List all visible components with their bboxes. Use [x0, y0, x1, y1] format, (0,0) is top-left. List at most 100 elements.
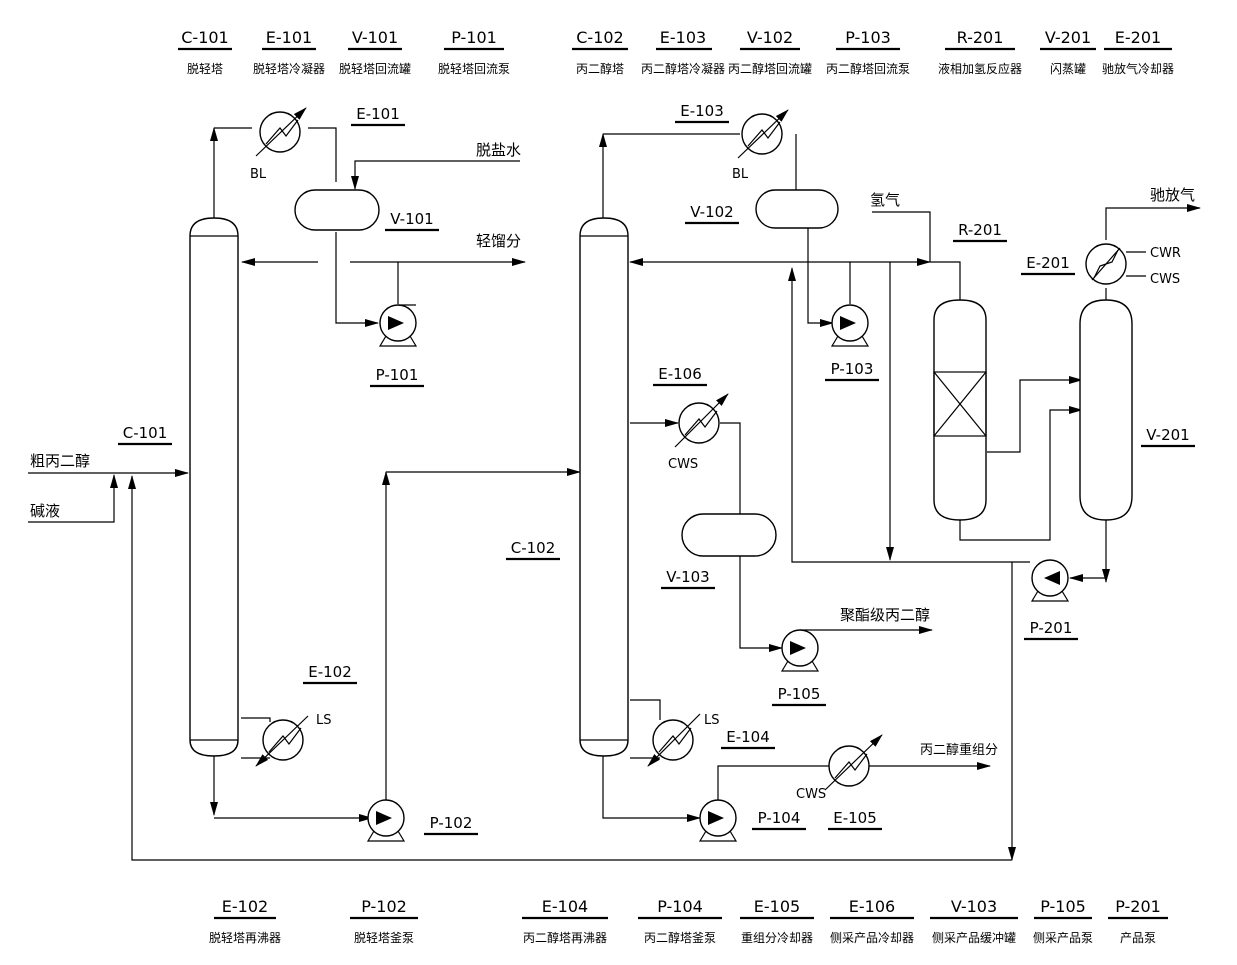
utility-ls-e102: LS: [316, 713, 332, 728]
legend-item-e103: E-103 丙二醇塔冷凝器: [641, 28, 725, 76]
legend-top: C-101 脱轻塔 E-101 脱轻塔冷凝器 V-101 脱轻塔回流罐 P-10…: [178, 28, 1174, 76]
legend-item-v201: V-201 闪蒸罐: [1040, 28, 1096, 76]
legend-desc: 脱轻塔: [187, 61, 223, 76]
utility-cwr-e201: CWR: [1150, 246, 1181, 261]
legend-item-e106: E-106 侧采产品冷却器: [830, 897, 914, 945]
exchanger-e102: [255, 715, 309, 767]
legend-bottom: E-102 脱轻塔再沸器 P-102 脱轻塔釜泵 E-104 丙二醇塔再沸器 P…: [209, 897, 1168, 945]
v103-to-p105-line: [739, 555, 783, 652]
tag-p104: P-104: [758, 809, 801, 827]
exchanger-e105: [824, 734, 883, 791]
tag-r201: R-201: [958, 221, 1002, 239]
stream-caustic: 碱液: [30, 502, 60, 520]
tag-p102: P-102: [430, 814, 473, 832]
recycle-to-c101-line: [128, 475, 1012, 861]
legend-item-v102: V-102 丙二醇塔回流罐: [728, 28, 812, 76]
tag-e105: E-105: [833, 809, 877, 827]
legend-tag: E-106: [849, 897, 895, 916]
legend-tag: P-103: [845, 28, 891, 47]
tag-v102: V-102: [690, 203, 733, 221]
tag-v101: V-101: [390, 210, 433, 228]
utility-bl-e103: BL: [732, 167, 749, 182]
hydrogen-line: [872, 211, 931, 262]
tag-v103: V-103: [666, 568, 709, 586]
legend-item-e105: E-105 重组分冷却器: [740, 897, 814, 945]
legend-tag: V-102: [747, 28, 793, 47]
legend-item-p201: P-201 产品泵: [1108, 897, 1168, 945]
legend-item-p104: P-104 丙二醇塔釜泵: [638, 897, 722, 945]
legend-item-e101: E-101 脱轻塔冷凝器: [253, 28, 325, 76]
stream-desalted-water: 脱盐水: [476, 141, 521, 159]
legend-tag: R-201: [957, 28, 1004, 47]
stream-crude-feed: 粗丙二醇: [30, 452, 90, 470]
p104-discharge-line: [717, 765, 830, 800]
legend-item-e201: E-201 驰放气冷却器: [1102, 28, 1174, 76]
tag-c102: C-102: [511, 539, 556, 557]
utility-cws-e105: CWS: [796, 787, 826, 802]
drum-v101: [294, 189, 380, 231]
legend-desc: 侧采产品冷却器: [830, 931, 914, 945]
c102-bottoms-line: [602, 756, 701, 822]
legend-tag: E-103: [660, 28, 706, 47]
legend-item-v103: V-103 侧采产品缓冲罐: [930, 897, 1018, 945]
stream-pg-heavies: 丙二醇重组分: [920, 742, 998, 758]
tag-p105: P-105: [778, 685, 821, 703]
tag-p101: P-101: [376, 366, 419, 384]
exchanger-e103: [737, 109, 789, 159]
tag-c101: C-101: [123, 424, 168, 442]
v102-to-p103-line: [807, 225, 834, 327]
legend-item-c102: C-102 丙二醇塔: [572, 28, 628, 76]
legend-tag: E-201: [1115, 28, 1161, 47]
drum-v102: [755, 189, 839, 229]
legend-desc: 驰放气冷却器: [1102, 61, 1174, 76]
legend-tag: E-102: [222, 897, 268, 916]
legend-desc: 脱轻塔回流泵: [438, 61, 510, 76]
v101-to-p101-line: [335, 232, 379, 327]
r201-outlet-line: [987, 376, 1083, 453]
legend-desc: 丙二醇塔再沸器: [523, 930, 607, 945]
utility-labels: BL BL LS LS CWS CWS CWR CWS: [250, 167, 1181, 802]
legend-desc: 脱轻塔釜泵: [354, 930, 414, 945]
column-c101: [189, 217, 239, 757]
legend-desc: 脱轻塔再沸器: [209, 930, 281, 945]
utility-cws-e201: CWS: [1150, 272, 1180, 287]
legend-tag: V-201: [1045, 28, 1091, 47]
tag-e101: E-101: [356, 105, 400, 123]
legend-desc: 丙二醇塔回流罐: [728, 61, 812, 76]
legend-item-p105: P-105 侧采产品泵: [1033, 897, 1093, 945]
legend-tag: E-101: [266, 28, 312, 47]
legend-desc: 丙二醇塔回流泵: [826, 61, 910, 76]
equipment-tags: C-101 C-102 E-101 E-102 E-103 E-104 E-10…: [118, 102, 1195, 836]
legend-desc: 产品泵: [1120, 931, 1156, 945]
legend-tag: V-103: [951, 897, 997, 916]
exchanger-e106: [674, 393, 729, 448]
pump-p104: [698, 799, 738, 842]
legend-tag: P-105: [1040, 897, 1086, 916]
legend-desc: 丙二醇塔釜泵: [644, 930, 716, 945]
legend-desc: 丙二醇塔: [576, 61, 624, 76]
legend-desc: 重组分冷却器: [741, 931, 813, 945]
exchanger-e104: [647, 713, 701, 767]
stream-purge-gas: 驰放气: [1150, 186, 1195, 204]
caustic-line: [28, 474, 118, 523]
legend-item-p102: P-102 脱轻塔釜泵: [350, 897, 418, 945]
legend-desc: 闪蒸罐: [1050, 62, 1086, 76]
legend-item-p101: P-101 脱轻塔回流泵: [438, 28, 510, 76]
legend-tag: P-104: [657, 897, 703, 916]
stream-hydrogen: 氢气: [870, 191, 900, 209]
legend-tag: P-101: [451, 28, 497, 47]
tag-e104: E-104: [726, 728, 770, 746]
recycle-header-line: [788, 267, 1030, 563]
legend-item-e104: E-104 丙二醇塔再沸器: [522, 897, 608, 945]
utility-cws-e106: CWS: [668, 457, 698, 472]
tag-e106: E-106: [658, 365, 702, 383]
legend-desc: 脱轻塔冷凝器: [253, 61, 325, 76]
r201-bottom-line: [959, 406, 1083, 541]
column-c102: [579, 217, 629, 757]
legend-desc: 脱轻塔回流罐: [339, 61, 411, 76]
legend-desc: 侧采产品泵: [1033, 931, 1093, 945]
exchanger-e201: [1085, 243, 1127, 285]
legend-tag: V-101: [352, 28, 398, 47]
utility-bl-e101: BL: [250, 167, 267, 182]
